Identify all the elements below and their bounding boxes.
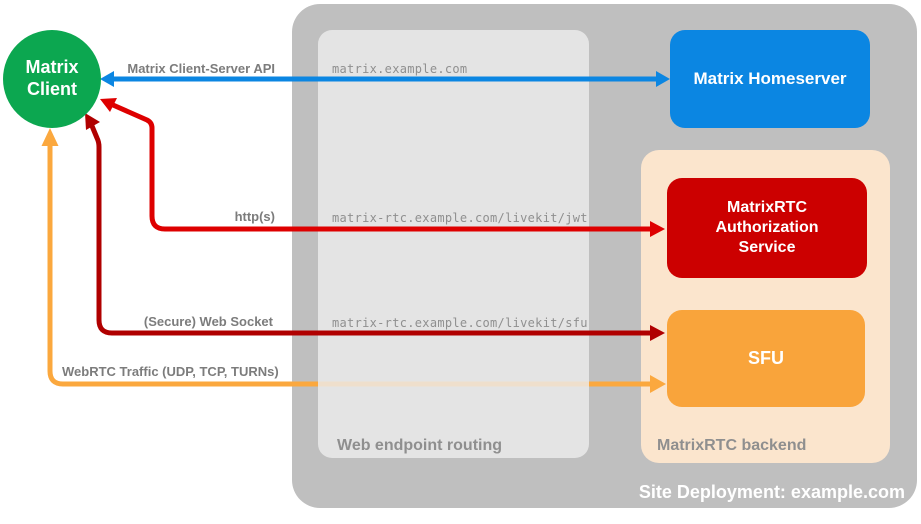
matrix-client-label-line1: Matrix <box>25 57 79 78</box>
webrtc-arrow-line <box>47 144 652 387</box>
cs-api-arrow-label: Matrix Client-Server API <box>127 61 275 76</box>
websocket-arrow-label: (Secure) Web Socket <box>143 314 273 329</box>
endpoint-url-livekit-sfu: matrix-rtc.example.com/livekit/sfu <box>332 316 588 330</box>
websocket-arrowhead-client <box>85 113 100 130</box>
sfu-label: SFU <box>748 348 784 368</box>
matrix-homeserver-label: Matrix Homeserver <box>693 69 847 88</box>
matrixrtc-auth-service-node: MatrixRTC Authorization Service <box>667 178 867 278</box>
endpoint-url-livekit-jwt: matrix-rtc.example.com/livekit/jwt <box>332 211 588 225</box>
matrix-client-label-line2: Client <box>26 79 77 99</box>
matrix-client-node: Matrix Client <box>3 30 101 128</box>
websocket-arrowhead-sfu <box>650 325 665 341</box>
websocket-arrow-line <box>89 125 652 336</box>
http-arrowhead-client <box>100 98 117 112</box>
matrixrtc-auth-service-label: MatrixRTC Authorization Service <box>715 199 819 256</box>
webrtc-arrowhead-client <box>41 128 59 146</box>
endpoint-url-homeserver: matrix.example.com <box>332 62 468 76</box>
cs-api-arrowhead-client <box>100 71 114 87</box>
http-arrow-line <box>111 102 652 232</box>
matrix-homeserver-node: Matrix Homeserver <box>670 30 870 128</box>
cs-api-arrowhead-homeserver <box>656 71 670 87</box>
site-deployment-caption: Site Deployment: example.com <box>638 482 905 502</box>
webrtc-arrowhead-sfu <box>650 375 666 393</box>
http-arrowhead-auth <box>650 221 665 237</box>
web-endpoint-routing-container <box>318 30 589 458</box>
sfu-node: SFU <box>667 310 865 407</box>
web-endpoint-routing-caption: Web endpoint routing <box>337 437 503 454</box>
webrtc-arrow-label: WebRTC Traffic (UDP, TCP, TURNs) <box>62 364 279 379</box>
http-arrow-label: http(s) <box>234 209 275 224</box>
matrixrtc-backend-caption: MatrixRTC backend <box>657 437 807 454</box>
